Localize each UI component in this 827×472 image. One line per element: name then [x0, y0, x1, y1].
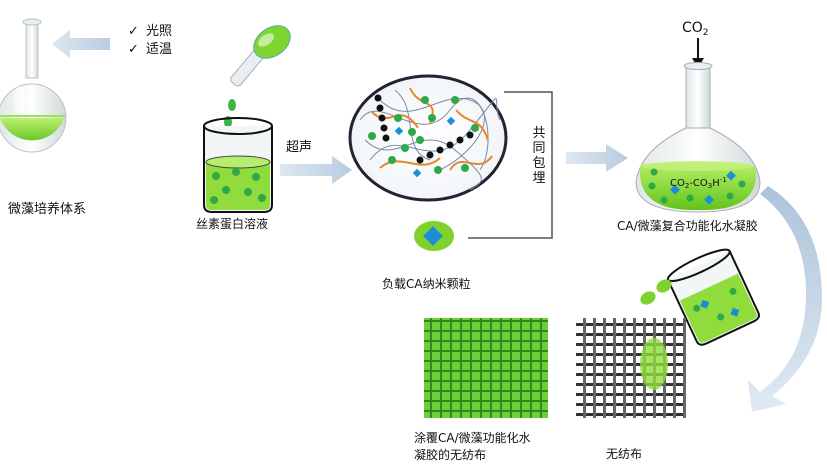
label-ca-particles: 负载CA纳米颗粒 — [382, 277, 471, 291]
eq-co2: CO — [670, 178, 685, 189]
co2-label: CO2 — [682, 20, 709, 38]
eq-h: H — [712, 178, 720, 189]
label-co-embed: 共同包埋 — [532, 126, 546, 186]
condition-light-label: 光照 — [146, 24, 173, 39]
condition-temperature-label: 适温 — [146, 42, 173, 57]
arrow-to-hydrogel — [566, 144, 628, 172]
co-embed-bracket — [468, 91, 553, 239]
pouring-beaker — [666, 248, 760, 346]
label-ultrasound: 超声 — [286, 140, 313, 155]
culture-flask — [0, 18, 67, 153]
hydrogel-flask — [635, 62, 761, 213]
falling-drops — [640, 279, 672, 305]
curved-arrow — [748, 186, 822, 412]
check-icon: ✓ — [128, 42, 139, 57]
condition-light: ✓ 光照 — [128, 24, 172, 40]
label-nonwoven: 无纺布 — [606, 447, 643, 461]
label-silk-solution: 丝素蛋白溶液 — [196, 217, 269, 231]
co2-base: CO — [682, 20, 703, 36]
coated-fabric — [424, 318, 548, 418]
arrow-to-culture — [52, 30, 110, 58]
nonwoven-fabric — [576, 318, 686, 418]
arrow-ultrasound — [280, 156, 352, 184]
label-coated-line2: 凝胶的无纺布 — [414, 448, 487, 462]
check-icon: ✓ — [128, 24, 139, 39]
condition-temperature: ✓ 适温 — [128, 42, 172, 58]
eq-co3-sub: 3 — [708, 182, 712, 190]
ca-nanoparticle — [414, 221, 454, 251]
flask-reaction-equation: CO2-CO3H-1 — [670, 176, 727, 190]
eq-co2-sub: 2 — [685, 182, 689, 190]
label-algae-culture: 微藻培养体系 — [8, 202, 87, 217]
silk-beaker — [203, 117, 273, 213]
eq-co3: -CO — [689, 178, 708, 189]
mixture-circle — [348, 74, 508, 202]
svg-text:CO2-CO3H-1: CO2-CO3H-1 — [670, 176, 727, 190]
pipette — [224, 25, 291, 128]
label-coated-line1: 涂覆CA/微藻功能化水 — [414, 431, 531, 445]
co2-subscript: 2 — [703, 28, 709, 38]
eq-h-sup: -1 — [720, 176, 727, 184]
svg-text:CO2: CO2 — [682, 20, 709, 38]
label-hydrogel: CA/微藻复合功能化水凝胶 — [617, 219, 758, 233]
